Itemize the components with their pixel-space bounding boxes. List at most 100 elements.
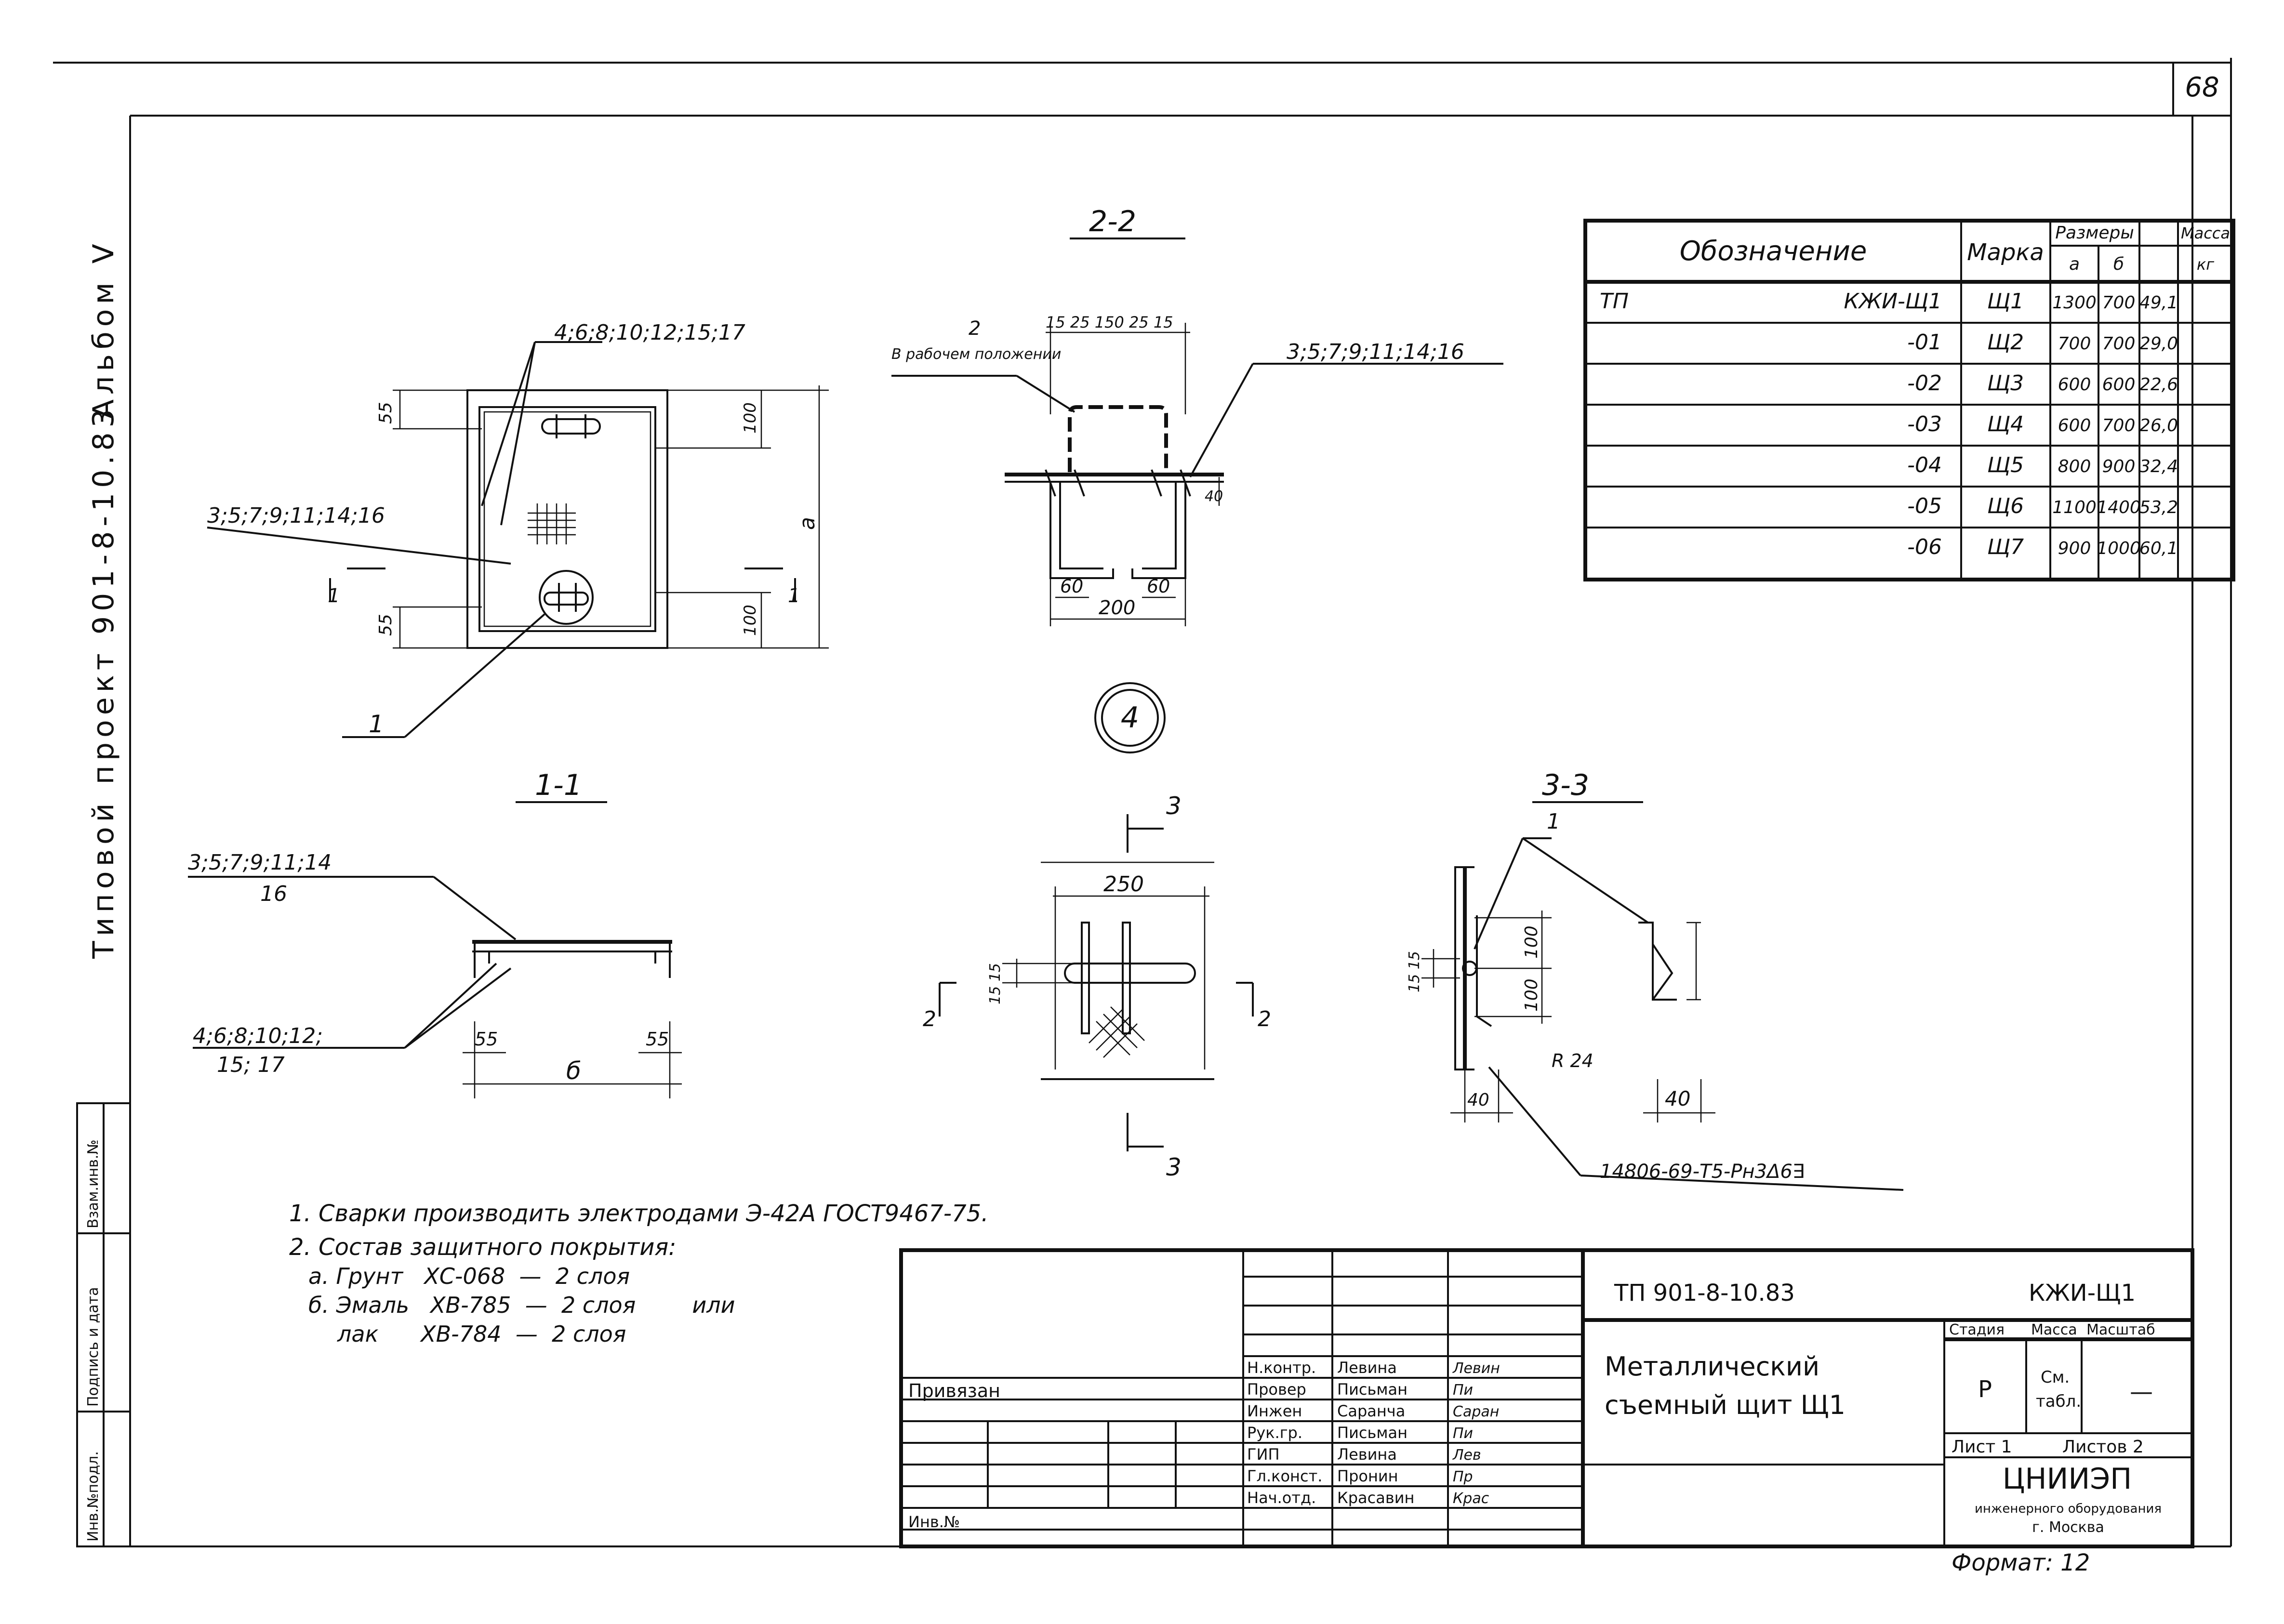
spec-row-mark: Щ1: [1987, 289, 2024, 314]
spec-row-mark: Щ5: [1987, 453, 2024, 477]
plan-dim-100-top: 100: [741, 402, 760, 434]
signer-signature: Саран: [1453, 1403, 1499, 1420]
s11-dim-b: б: [566, 1057, 581, 1085]
spec-row-mass: 60,1: [2139, 539, 2178, 558]
spec-header-sizes: Размеры: [2055, 223, 2134, 243]
spec-row-mass: 26,0: [2139, 416, 2178, 436]
spec-header-mark: Марка: [1967, 239, 2044, 266]
spec-row-designation: -05: [1907, 494, 1942, 518]
signer-name: Саранча: [1337, 1402, 1405, 1420]
s11-label-top-2: 16: [260, 882, 287, 906]
title-block: [899, 1248, 2194, 1548]
signer-role: ГИП: [1247, 1445, 1280, 1464]
signer-signature: Пр: [1453, 1468, 1473, 1485]
side-title: Типовой проект 901-8-10.83: [87, 404, 120, 959]
signer-name: Письман: [1337, 1380, 1408, 1399]
s22-dim-60b: 60: [1147, 576, 1170, 597]
spec-row-mass: 32,4: [2139, 457, 2178, 476]
detail-marker-label: 4: [1121, 701, 1139, 735]
spec-row-mark: Щ3: [1987, 371, 2024, 396]
format-label: Формат: 12: [1952, 1549, 2090, 1576]
tb-title-line2: съемный щит Щ1: [1605, 1390, 1846, 1420]
spec-row-a: 1100: [2052, 498, 2097, 517]
plan-dim-55-bottom: 55: [376, 614, 396, 636]
s33-dim-1515: 15 15: [1406, 951, 1423, 992]
section-2-2: [891, 238, 1503, 626]
signer-name: Красавин: [1337, 1489, 1414, 1507]
spec-row-designation: -01: [1907, 330, 1942, 355]
spec-row-mark: Щ7: [1987, 535, 2024, 559]
spec-row-mass: 22,6: [2139, 375, 2178, 395]
s22-label-right: 3;5;7;9;11;14;16: [1287, 340, 1464, 364]
section-1-1-title: 1-1: [535, 768, 582, 802]
s11-label-bot-1: 4;6;8;10;12;: [193, 1024, 323, 1048]
section-3-3: [1421, 801, 1904, 1191]
s22-label-work: В рабочем положении: [891, 346, 1061, 363]
spec-header-designation: Обозначение: [1680, 236, 1867, 267]
tb-stage: Р: [1978, 1376, 1992, 1403]
note-2b: б. Эмаль ХВ-785 — 2 слоя или: [308, 1292, 735, 1318]
tb-mass-header: Масса: [2031, 1321, 2077, 1338]
plan-dim-100-bottom: 100: [741, 605, 760, 636]
tb-mass-2: табл.: [2036, 1392, 2081, 1411]
plan-label-top: 4;6;8;10;12;15;17: [554, 320, 745, 345]
spec-row-a: 900: [2058, 539, 2091, 558]
signer-name: Пронин: [1337, 1467, 1398, 1485]
tb-inv-no: Инв.№: [908, 1513, 960, 1531]
side-stamp-sign: Подпись и дата: [85, 1287, 102, 1407]
s11-dim-55a: 55: [475, 1029, 498, 1050]
spec-table: [1583, 219, 2235, 581]
signer-signature: Лев: [1452, 1447, 1481, 1464]
spec-row-prefix: ТП: [1600, 289, 1629, 314]
tb-org-sub2: г. Москва: [2032, 1519, 2104, 1536]
note-2c: лак ХВ-784 — 2 слоя: [337, 1321, 626, 1347]
plan-label-bottom: 1: [369, 710, 384, 738]
plan-dim-55-top: 55: [376, 402, 396, 424]
plan-dim-a: a: [795, 517, 820, 530]
s11-label-top-1: 3;5;7;9;11;14: [188, 850, 332, 875]
spec-row-designation: -02: [1907, 371, 1942, 396]
section-3-3-title: 3-3: [1542, 768, 1589, 802]
signer-signature: Пи: [1453, 1425, 1473, 1442]
signer-role: Гл.конст.: [1247, 1467, 1322, 1485]
tb-scale-header: Масштаб: [2086, 1321, 2155, 1338]
section-1-1: [188, 801, 682, 1098]
spec-row-designation: -04: [1907, 453, 1942, 477]
tb-scale: —: [2130, 1378, 2153, 1405]
signer-role: Провер: [1247, 1380, 1306, 1399]
tb-org: ЦНИИЭП: [2003, 1462, 2132, 1496]
spec-row-mass: 53,2: [2139, 498, 2178, 517]
signer-signature: Пи: [1453, 1382, 1473, 1399]
signer-name: Письман: [1337, 1424, 1408, 1442]
signer-role: Нач.отд.: [1247, 1489, 1316, 1507]
tb-mass-1: См.: [2041, 1368, 2070, 1387]
s33-gost: 14806-69-Т5-Рн3Δ6∃: [1600, 1161, 1805, 1183]
plan-view: [207, 341, 829, 738]
spec-header-b: б: [2113, 254, 2124, 274]
s33-dim-40a: 40: [1467, 1090, 1489, 1110]
spec-row-designation: -06: [1907, 535, 1942, 559]
spec-header-a: a: [2069, 254, 2080, 274]
tb-stage-header: Стадия: [1949, 1321, 2005, 1338]
s22-dim-40: 40: [1205, 488, 1223, 505]
tb-sheet: Лист 1: [1952, 1437, 2012, 1457]
tb-sheets: Листов 2: [2062, 1437, 2144, 1457]
spec-row-b: 1000: [2097, 539, 2141, 558]
note-1: 1. Сварки производить электродами Э-42А …: [289, 1200, 988, 1227]
s11-label-bot-2: 15; 17: [217, 1053, 285, 1077]
d4-cut-bottom: 3: [1166, 1153, 1182, 1181]
spec-row-a: 800: [2058, 457, 2091, 476]
signer-name: Левина: [1337, 1359, 1397, 1377]
note-2a: а. Грунт ХС-068 — 2 слоя: [308, 1263, 630, 1289]
page-number: 68: [2185, 72, 2219, 103]
tb-privyazan: Привязан: [908, 1380, 1000, 1401]
d4-cut-top: 3: [1166, 792, 1182, 820]
d4-dim-1515: 15 15: [987, 963, 1004, 1004]
tb-title-line1: Металлический: [1605, 1351, 1819, 1382]
s22-label-2: 2: [969, 317, 981, 340]
tb-org-sub1: инженерного оборудования: [1975, 1502, 2162, 1516]
album-label: Альбом Ⅴ: [87, 239, 120, 419]
